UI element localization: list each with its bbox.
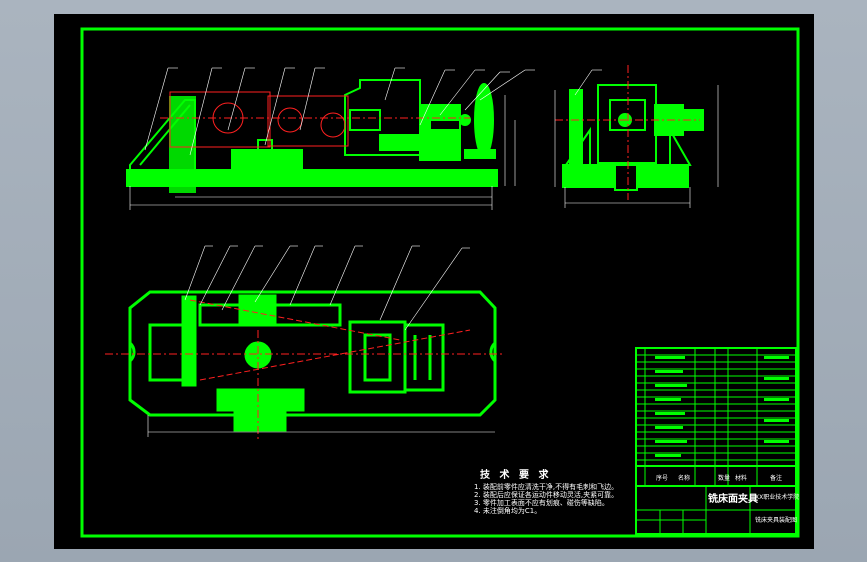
inner-frame bbox=[80, 27, 800, 538]
header-qty: 数量 bbox=[718, 475, 731, 482]
base-plate bbox=[126, 169, 498, 187]
technical-requirements: 技 术 要 求 1. 装配前零件应清洗干净,不得有毛刺和飞边。 2. 装配后应保… bbox=[474, 470, 619, 516]
notes-title: 技 术 要 求 bbox=[480, 470, 552, 481]
base-outline bbox=[128, 290, 497, 417]
side-view bbox=[562, 84, 704, 191]
header-index: 序号 bbox=[656, 475, 669, 482]
note-item: 4. 未注倒角均为C1。 bbox=[474, 507, 542, 515]
front-view bbox=[126, 79, 498, 193]
vise-body bbox=[344, 79, 421, 156]
drawing-name: 铣床面夹具 bbox=[708, 494, 758, 505]
side-view-dims bbox=[554, 69, 719, 208]
drawing-number: 铣床夹具装配图 bbox=[755, 517, 798, 524]
handwheel bbox=[474, 83, 494, 157]
parts-list bbox=[635, 347, 797, 535]
front-view-dims bbox=[129, 67, 535, 210]
top-view-dims bbox=[147, 245, 495, 437]
top-view bbox=[128, 290, 497, 432]
note-item: 1. 装配前零件应清洗干净,不得有毛刺和飞边。 bbox=[474, 483, 619, 491]
school-name: XX职业技术学院 bbox=[755, 494, 800, 501]
header-name: 名称 bbox=[678, 475, 691, 482]
note-item: 2. 装配后应保证各运动件移动灵活,夹紧可靠。 bbox=[474, 491, 619, 499]
header-remark: 备注 bbox=[770, 475, 783, 482]
note-item: 3. 零件加工表面不应有划痕、碰伤等缺陷。 bbox=[474, 499, 609, 507]
front-view-workpiece bbox=[160, 91, 470, 148]
top-view-centerlines bbox=[105, 299, 505, 440]
parts-list-text-marks bbox=[655, 356, 789, 457]
side-view-centerlines bbox=[555, 65, 700, 200]
header-material: 材料 bbox=[735, 475, 748, 482]
